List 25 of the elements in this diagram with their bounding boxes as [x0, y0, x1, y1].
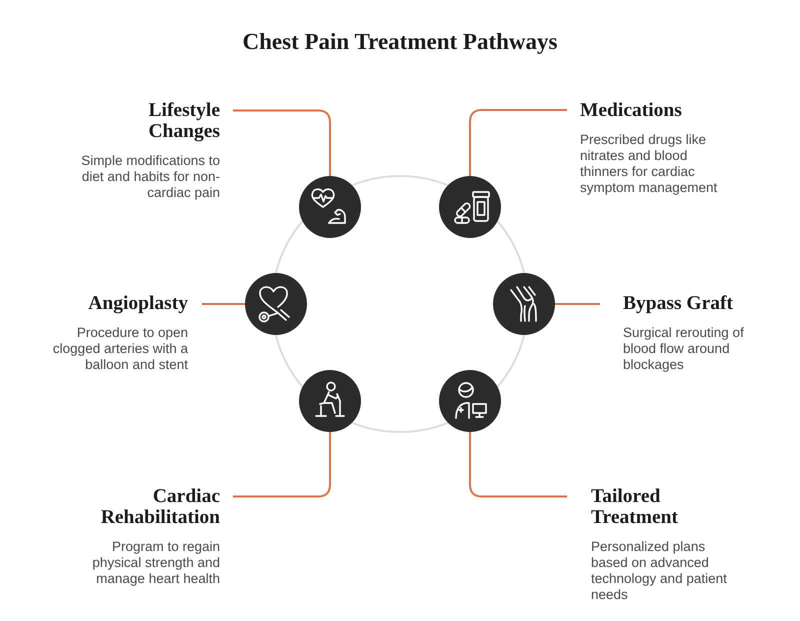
joint-bones-icon [493, 273, 555, 335]
pathway-description: Surgical rerouting of blood flow around blockages [623, 325, 745, 373]
connector-line [233, 110, 331, 176]
exercise-bike-icon [299, 370, 361, 432]
pathway-heading: Cardiac Rehabilitation [100, 486, 220, 528]
connector-line [555, 303, 600, 305]
connector-line [233, 432, 331, 498]
connector-line [202, 303, 245, 305]
pathway-heading: Bypass Graft [623, 293, 734, 314]
connector-line [469, 109, 567, 176]
pathway-heading: Angioplasty [87, 293, 188, 314]
heart-arm-icon [299, 176, 361, 238]
pathway-heading: Lifestyle Changes [147, 100, 220, 142]
pill-bottle-icon [439, 176, 501, 238]
pathway-description: Program to regain physical strength and manage heart health [91, 539, 220, 587]
diagram-title: Chest Pain Treatment Pathways [242, 28, 558, 56]
pathway-heading: Medications [580, 100, 683, 120]
person-monitor-icon [439, 370, 501, 432]
pathway-heading: Tailored Treatment [591, 486, 679, 528]
pathway-description: Procedure to open clogged arteries with a balloon and stent [52, 325, 188, 373]
connector-line [469, 432, 567, 498]
stethoscope-icon [245, 273, 307, 335]
pathway-description: Prescribed drugs like nitrates and blood thinners for cardiac symptom management [580, 132, 718, 196]
pathway-description: Simple modifications to diet and habits for non-cardiac pain [80, 153, 220, 201]
pathway-description: Personalized plans based on advanced technology and patient needs [591, 539, 728, 603]
